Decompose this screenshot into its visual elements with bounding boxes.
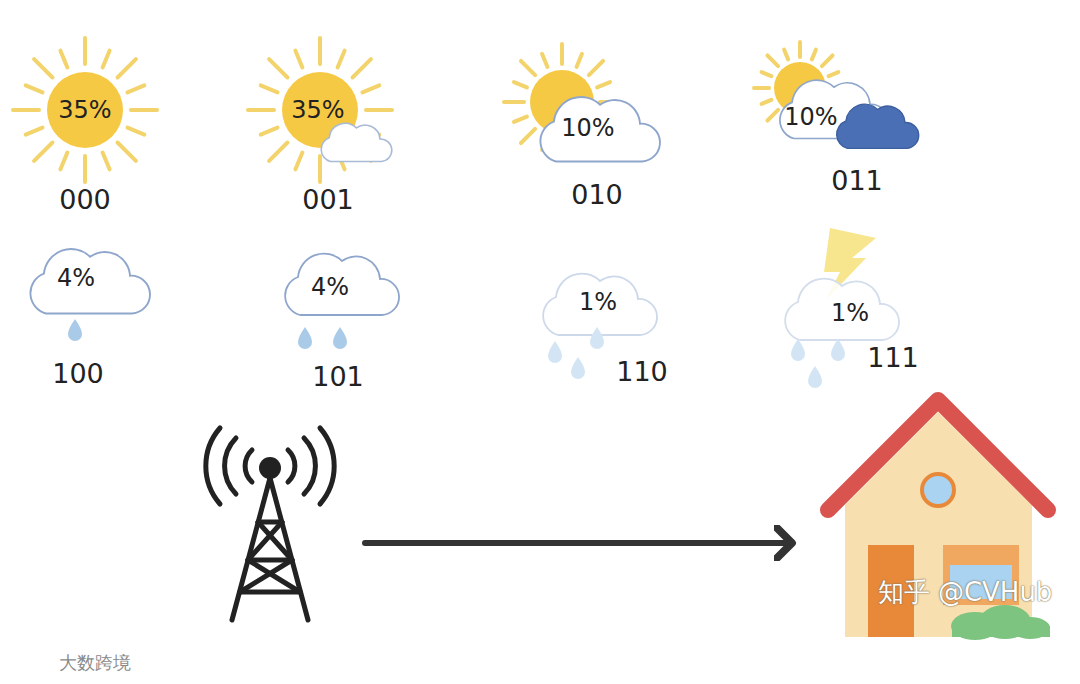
sun-ray <box>362 85 379 92</box>
sun-ray <box>784 50 788 60</box>
sun-ray <box>514 117 527 122</box>
sun-ray <box>577 54 582 67</box>
binary-code: 010 <box>571 180 623 210</box>
binary-code: 101 <box>312 362 364 392</box>
sun-ray <box>295 51 302 68</box>
binary-code: 100 <box>52 359 104 389</box>
sun-ray <box>269 59 287 77</box>
sun-rays <box>13 38 846 182</box>
rain-drop <box>831 339 845 361</box>
sun-ray <box>366 108 392 112</box>
sun-ray <box>318 38 322 64</box>
weather-icon: 1% 111 <box>775 225 935 390</box>
weather-icon: 4% 100 <box>20 235 155 395</box>
sun-ray <box>261 128 278 135</box>
rain-drop <box>808 366 822 388</box>
binary-code: 111 <box>867 343 919 373</box>
sun-ray <box>318 156 322 182</box>
rain-drop <box>590 327 604 349</box>
weather-icon: 10% 011 <box>765 50 925 200</box>
binary-code: 000 <box>59 185 111 215</box>
sun-ray <box>26 128 43 135</box>
sun-ray <box>118 59 136 77</box>
sun-ray <box>127 85 144 92</box>
sun-ray <box>812 50 816 60</box>
probability-value: 4% <box>57 265 95 291</box>
probability-value: 35% <box>58 97 111 123</box>
sun-ray <box>597 82 610 87</box>
probability-value: 1% <box>579 289 617 315</box>
cloud <box>285 254 399 315</box>
weather-icon: 4% 101 <box>275 240 410 400</box>
rain-drop <box>571 357 585 379</box>
sun-ray <box>754 86 769 90</box>
sun-ray <box>767 55 778 66</box>
sun-ray <box>60 51 67 68</box>
sun-ray <box>762 72 772 76</box>
sun-ray <box>34 59 52 77</box>
sun-ray <box>767 110 778 121</box>
cloud <box>785 279 899 340</box>
sun <box>47 72 123 148</box>
cloud <box>543 274 657 335</box>
probability-value: 10% <box>784 104 837 130</box>
weather-icon: 10% 010 <box>510 55 665 220</box>
sun-ray <box>521 61 535 75</box>
rain-drop <box>68 319 82 341</box>
sun-ray <box>34 143 52 161</box>
rain-drop <box>791 339 805 361</box>
signal-arrow <box>365 540 792 546</box>
sun-ray <box>762 100 772 104</box>
sun-ray <box>338 51 345 68</box>
sun-ray <box>103 51 110 68</box>
cloud <box>540 97 660 161</box>
sun-ray <box>103 152 110 169</box>
sun-ray <box>83 156 87 182</box>
probability-value: 4% <box>311 274 349 300</box>
sun-ray <box>353 59 371 77</box>
rain-drop <box>298 327 312 349</box>
sun-ray <box>60 152 67 169</box>
binary-code: 011 <box>831 166 883 196</box>
sun-ray <box>798 42 802 57</box>
sun-ray <box>26 85 43 92</box>
watermark: 知乎 @CVHub <box>878 578 1053 607</box>
sun-ray <box>13 108 39 112</box>
sun-ray <box>521 129 535 143</box>
probability-value: 10% <box>561 115 614 141</box>
sun-ray <box>542 54 547 67</box>
sun-ray <box>83 38 87 64</box>
cloud <box>321 123 392 161</box>
binary-code: 001 <box>302 185 354 215</box>
rain-drop <box>548 341 562 363</box>
sun-ray <box>131 108 157 112</box>
sun-ray <box>261 85 278 92</box>
sun-ray <box>822 55 833 66</box>
binary-code: 110 <box>616 357 668 387</box>
watermark: 大数跨境 <box>59 653 131 673</box>
cloud <box>30 249 150 313</box>
probability-value: 1% <box>831 300 869 326</box>
sun-ray <box>118 143 136 161</box>
tower-top <box>259 457 281 479</box>
sun-ray <box>560 44 564 64</box>
sun-ray <box>504 100 524 104</box>
weather-icon: 1% 110 <box>535 255 675 390</box>
sun-ray <box>127 128 144 135</box>
weather-icon: 35% 001 <box>255 40 395 225</box>
rain-drop <box>333 327 347 349</box>
sun-ray <box>295 152 302 169</box>
weather-icon: 35% 000 <box>20 40 155 225</box>
radio-tower <box>206 428 334 620</box>
sun-ray <box>248 108 274 112</box>
sun-ray <box>829 72 839 76</box>
sun-ray <box>269 143 287 161</box>
dark-cloud <box>837 104 919 148</box>
sun-ray <box>514 82 527 87</box>
sun-ray <box>589 61 603 75</box>
probability-value: 35% <box>291 97 344 123</box>
